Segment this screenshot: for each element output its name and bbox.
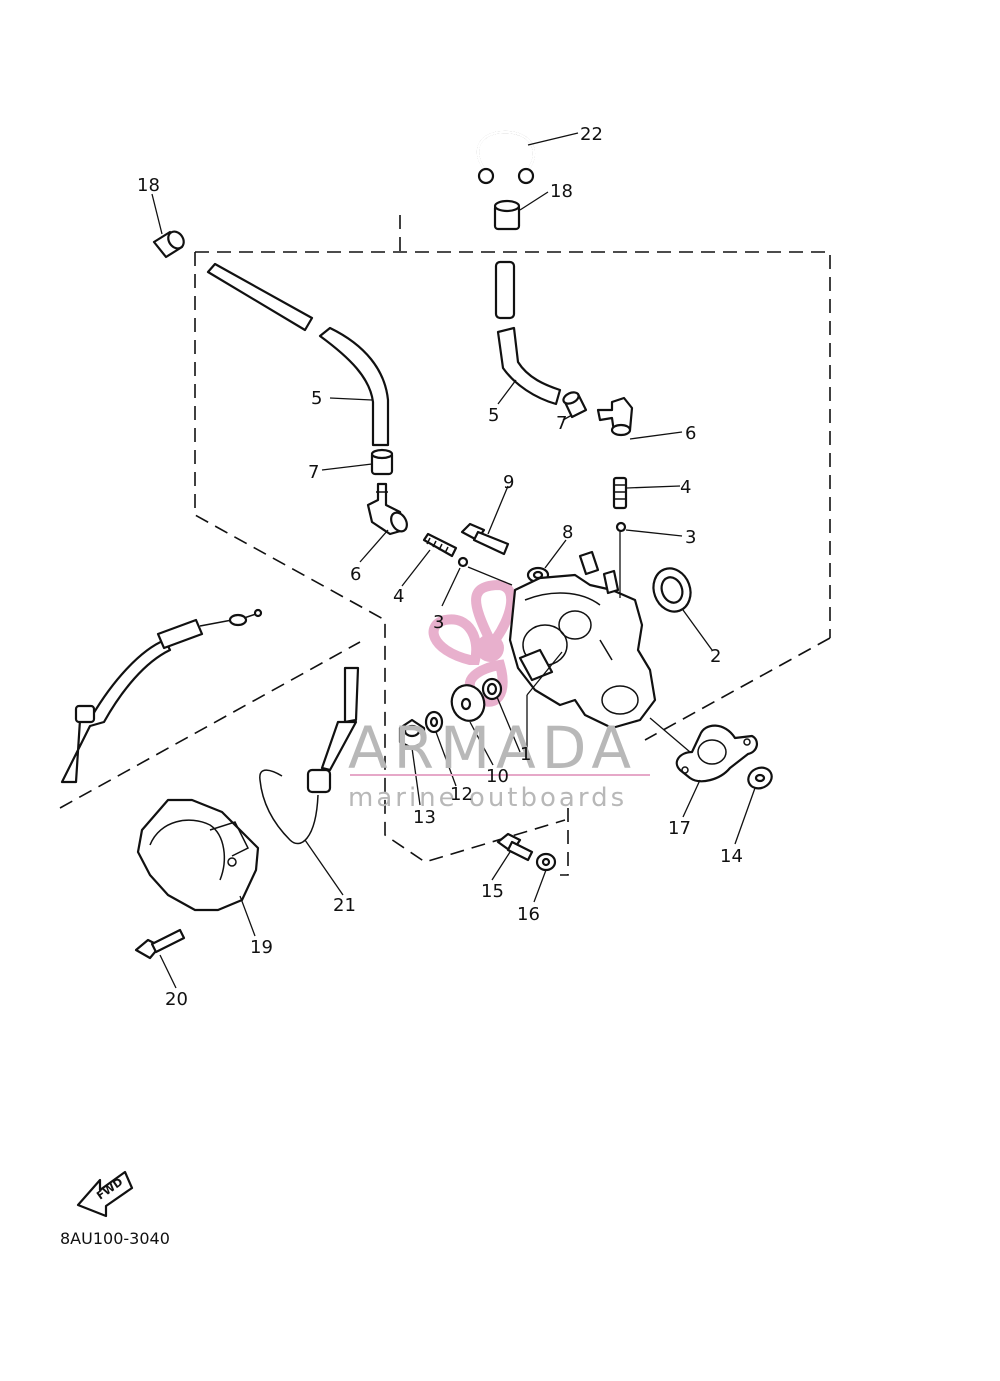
part-joint-7-left <box>370 448 394 476</box>
callout-3-right: 3 <box>685 527 696 548</box>
callout-6-right: 6 <box>685 423 696 444</box>
part-cover-19 <box>136 798 260 912</box>
part-bolt-15 <box>496 832 534 862</box>
fwd-arrow-icon <box>76 1170 134 1218</box>
part-seal-2 <box>652 567 692 613</box>
callout-20: 20 <box>165 989 188 1010</box>
callout-5-right: 5 <box>488 405 499 426</box>
part-joint-7-right <box>562 391 588 419</box>
part-control-cable <box>60 608 263 784</box>
callout-7-right: 7 <box>556 413 567 434</box>
callout-15: 15 <box>481 881 504 902</box>
part-washer-12 <box>424 710 444 734</box>
callout-17: 17 <box>668 818 691 839</box>
callout-9: 9 <box>503 472 514 493</box>
callout-14: 14 <box>720 846 743 867</box>
watermark-tagline: marine outboards <box>348 783 627 813</box>
callout-1: 1 <box>520 744 531 765</box>
part-spring-4-left <box>422 532 458 558</box>
watermark-brand: ARMADA <box>348 714 637 782</box>
callout-22: 22 <box>580 124 603 145</box>
part-gear-10 <box>450 684 486 722</box>
part-ball-3-right <box>615 521 627 533</box>
callout-6-left: 6 <box>350 564 361 585</box>
leader-lines <box>151 132 756 989</box>
part-washer-14 <box>747 766 773 790</box>
callout-18-left: 18 <box>137 175 160 196</box>
callout-7-left: 7 <box>308 462 319 483</box>
callout-16: 16 <box>517 904 540 925</box>
part-spring-4-right <box>612 476 628 510</box>
part-bolt-20 <box>134 928 186 960</box>
callout-4-right: 4 <box>680 477 691 498</box>
part-screw-9 <box>460 522 510 556</box>
part-elbow-6-right <box>596 396 634 437</box>
part-hose-5-left <box>206 262 390 447</box>
callout-21: 21 <box>333 895 356 916</box>
part-sleeve-18-top <box>493 199 521 231</box>
callout-3-left: 3 <box>433 612 444 633</box>
assembly-boundary <box>59 215 831 876</box>
part-sleeve-18-left <box>152 230 185 259</box>
callout-5-left: 5 <box>311 388 322 409</box>
callout-13: 13 <box>413 807 436 828</box>
part-gasket-17 <box>675 724 758 783</box>
callout-8: 8 <box>562 522 573 543</box>
part-collar-11 <box>481 677 503 701</box>
part-cable-21 <box>259 666 360 845</box>
callout-18-top: 18 <box>550 181 573 202</box>
callout-19: 19 <box>250 937 273 958</box>
callout-10: 10 <box>486 766 509 787</box>
part-hose-5-right <box>494 260 562 406</box>
callout-4-left: 4 <box>393 586 404 607</box>
part-elbow-6-left <box>366 482 408 536</box>
callout-labels: 22 18 18 5 5 7 7 6 9 4 8 3 6 4 3 2 1 10 … <box>137 124 743 1010</box>
callout-12: 12 <box>450 784 473 805</box>
part-ball-3-left <box>457 556 469 568</box>
diagram-code: 8AU100-3040 <box>60 1229 170 1248</box>
part-nut-13 <box>398 718 426 750</box>
part-clip-22 <box>476 130 536 185</box>
callout-2: 2 <box>710 646 721 667</box>
part-oil-pump-1 <box>508 550 657 730</box>
part-washer-16 <box>535 852 557 872</box>
